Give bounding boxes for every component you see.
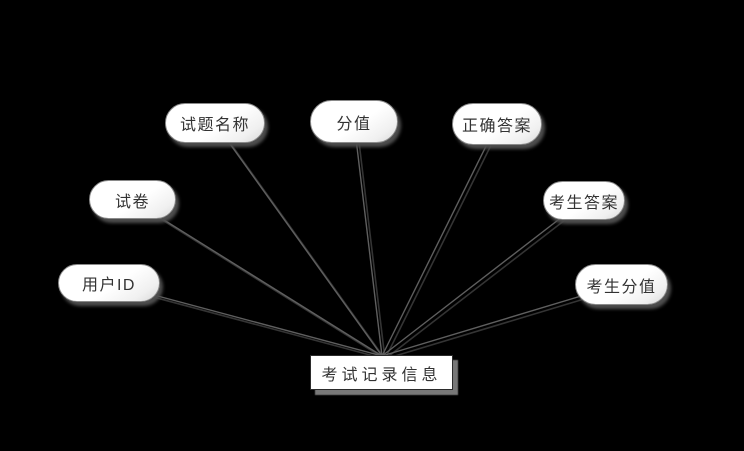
connector-shadow-user-id (111, 285, 386, 360)
connector-shadow-examinee-answer (384, 202, 588, 360)
connector-shadow-score (356, 124, 386, 360)
ellipse-node-exam-paper: 试卷 (89, 180, 176, 219)
connector-shadow-exam-paper (134, 202, 386, 360)
ellipse-node-score: 分值 (310, 100, 398, 143)
connector-examinee-answer (381, 199, 585, 357)
node-label-examinee-score: 考生分值 (586, 278, 657, 296)
connector-main-group (108, 121, 622, 357)
ellipse-node-examinee-score: 考生分值 (575, 264, 668, 305)
ellipse-node-examinee-answer: 考生答案 (543, 181, 625, 220)
connector-exam-paper (131, 199, 383, 357)
node-label-score: 分值 (336, 115, 372, 133)
ellipse-node-question-name: 试题名称 (165, 103, 265, 143)
rect-node-exam-record-info: 考试记录信息 (310, 355, 453, 390)
connector-correct-answer (381, 123, 498, 357)
ellipse-node-correct-answer: 正确答案 (452, 103, 542, 145)
node-label-correct-answer: 正确答案 (461, 118, 532, 135)
connector-shadow-correct-answer (384, 126, 501, 360)
node-label-exam-record-info: 考试记录信息 (321, 366, 442, 384)
ellipse-node-user-id: 用户ID (58, 264, 160, 302)
node-label-examinee-answer: 考生答案 (548, 194, 619, 212)
connector-question-name (214, 122, 383, 357)
node-label-exam-paper: 试卷 (114, 193, 150, 211)
node-label-question-name: 试题名称 (179, 117, 250, 134)
node-label-user-id: 用户ID (81, 277, 136, 294)
connector-score (353, 121, 383, 357)
